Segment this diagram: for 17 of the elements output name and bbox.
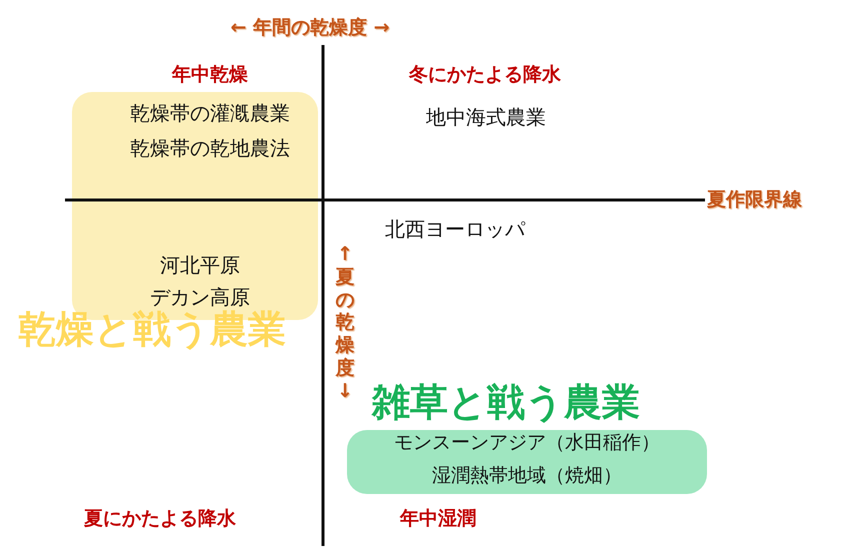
quadrant-label: 冬にかたよる降水 bbox=[409, 64, 561, 86]
quadrant-label: 年中湿潤 bbox=[400, 508, 476, 530]
category-heading: 乾燥と戦う農業 bbox=[18, 307, 286, 353]
region-label: 北西ヨーロッパ bbox=[385, 217, 525, 241]
region-label: デカン高原 bbox=[150, 285, 250, 309]
region-label: 乾燥帯の乾地農法 bbox=[130, 136, 290, 160]
region-label: 乾燥帯の灌漑農業 bbox=[130, 101, 290, 125]
quadrant-label: 年中乾燥 bbox=[172, 64, 248, 86]
boundary-label: 夏作限界線 bbox=[707, 188, 802, 212]
region-label: モンスーンアジア（水田稲作） bbox=[394, 432, 660, 454]
axis-label: ← 年間の乾燥度 → bbox=[230, 16, 390, 40]
region-label: 地中海式農業 bbox=[426, 105, 546, 129]
axis-label: ↑夏の乾燥度↓ bbox=[334, 243, 356, 403]
quadrant-label: 夏にかたよる降水 bbox=[84, 508, 236, 530]
region-label: 湿潤熱帯地域（焼畑） bbox=[432, 464, 622, 488]
region-label: 河北平原 bbox=[160, 253, 240, 277]
category-heading: 雑草と戦う農業 bbox=[372, 380, 640, 426]
